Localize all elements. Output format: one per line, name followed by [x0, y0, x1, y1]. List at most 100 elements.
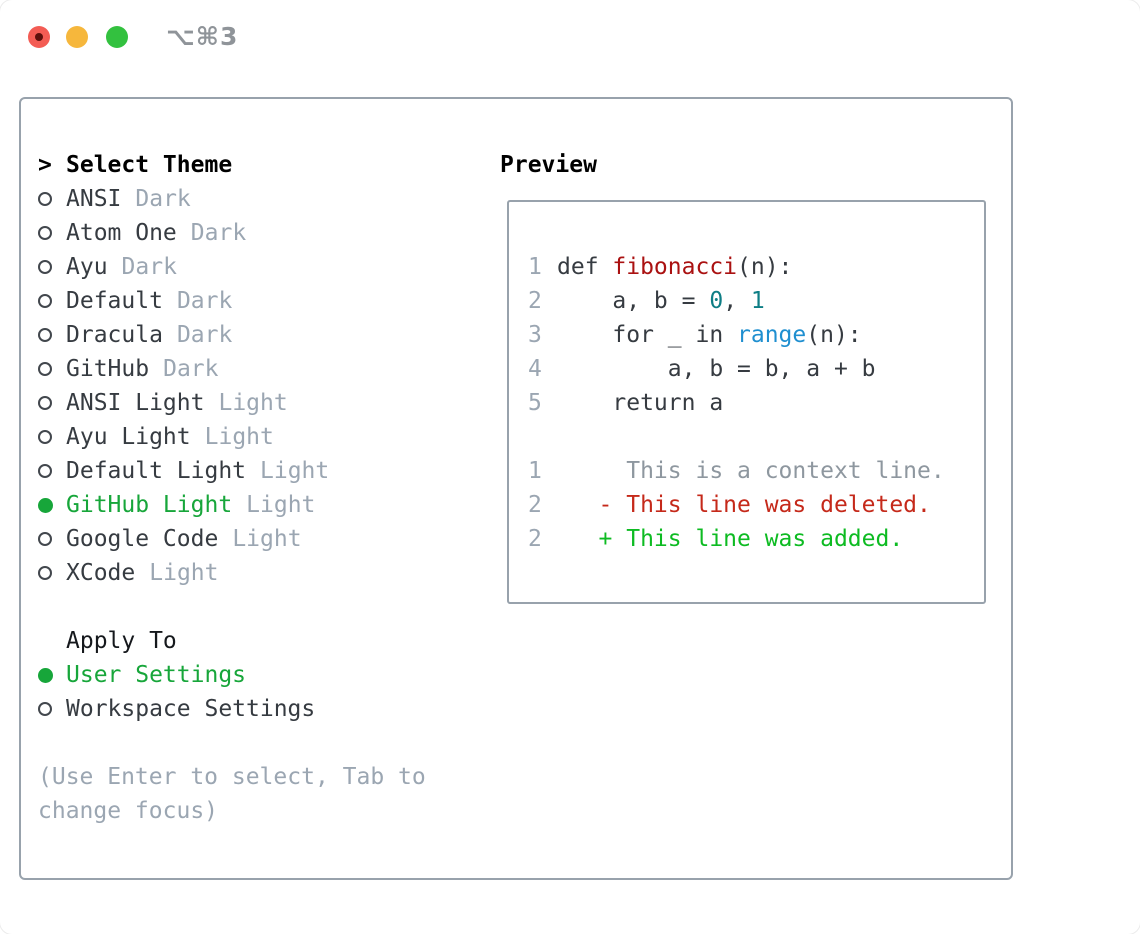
line-number: 5: [528, 390, 542, 416]
minimize-button[interactable]: [66, 26, 88, 48]
radio-unselected-icon: [38, 396, 52, 410]
theme-option[interactable]: Atom One Dark: [38, 216, 444, 250]
line-number: 1: [528, 458, 542, 484]
theme-option[interactable]: XCode Light: [38, 556, 444, 590]
radio-unselected-icon: [38, 362, 52, 376]
radio-marker: [38, 497, 66, 513]
option-variant: Light: [260, 458, 330, 484]
cursor-marker: >: [38, 152, 66, 178]
zoom-button[interactable]: [106, 26, 128, 48]
code-segment: (n):: [737, 254, 793, 280]
apply-option[interactable]: User Settings: [38, 658, 444, 692]
code-segment: a, b = b, a + b: [557, 356, 876, 382]
theme-option[interactable]: Default Dark: [38, 284, 444, 318]
radio-marker: [38, 532, 66, 546]
diff-line: 1 This is a context line.: [528, 454, 984, 488]
apply-to-header-row: Apply To: [38, 624, 444, 658]
code-segment: for _ in: [557, 322, 738, 348]
option-variant: Light: [246, 492, 316, 518]
code-segment: range: [737, 322, 807, 348]
theme-option[interactable]: Default Light Light: [38, 454, 444, 488]
diff-line: 2 - This line was deleted.: [528, 488, 984, 522]
option-label: Dracula: [66, 322, 163, 348]
cursor-gt-icon: >: [38, 152, 52, 178]
option-label: Default Light: [66, 458, 247, 484]
option-variant: Light: [204, 424, 274, 450]
code-segment: + This line was added.: [557, 526, 904, 552]
radio-marker: [38, 667, 66, 683]
radio-unselected-icon: [38, 702, 52, 716]
code-segment: This is a context line.: [557, 458, 945, 484]
line-number: 2: [528, 288, 542, 314]
option-label: GitHub: [66, 356, 150, 382]
code-line: 3 for _ in range(n):: [528, 318, 984, 352]
radio-marker: [38, 464, 66, 478]
option-variant: Light: [149, 560, 219, 586]
code-segment: - This line was deleted.: [557, 492, 931, 518]
line-number: 3: [528, 322, 542, 348]
theme-option[interactable]: Dracula Dark: [38, 318, 444, 352]
apply-option[interactable]: Workspace Settings: [38, 692, 444, 726]
theme-option[interactable]: Ayu Light Light: [38, 420, 444, 454]
select-theme-header-row: > Select Theme: [38, 148, 444, 182]
radio-marker: [38, 362, 66, 376]
option-label: Workspace Settings: [66, 696, 316, 722]
radio-unselected-icon: [38, 192, 52, 206]
radio-unselected-icon: [38, 532, 52, 546]
theme-option[interactable]: GitHub Dark: [38, 352, 444, 386]
select-theme-title: Select Theme: [66, 152, 233, 178]
radio-marker: [38, 260, 66, 274]
option-label: Default: [66, 288, 163, 314]
titlebar: ⌥⌘3: [0, 0, 1140, 74]
option-variant: Dark: [135, 186, 191, 212]
option-variant: Dark: [190, 220, 247, 246]
line-number: 4: [528, 356, 542, 382]
radio-unselected-icon: [38, 260, 52, 274]
keyboard-hint: (Use Enter to select, Tab to change focu…: [38, 764, 426, 824]
radio-marker: [38, 328, 66, 342]
radio-marker: [38, 566, 66, 580]
option-label: GitHub Light: [66, 492, 233, 518]
radio-selected-icon: [38, 667, 53, 683]
line-number: 2: [528, 492, 542, 518]
radio-unselected-icon: [38, 566, 52, 580]
code-segment: (n):: [806, 322, 862, 348]
code-segment: def: [557, 254, 613, 280]
option-variant: Dark: [163, 356, 219, 382]
code-line: 4 a, b = b, a + b: [528, 352, 984, 386]
radio-marker: [38, 226, 66, 240]
radio-unselected-icon: [38, 464, 52, 478]
option-label: Ayu Light: [66, 424, 191, 450]
option-variant: Dark: [176, 288, 233, 314]
radio-unselected-icon: [38, 430, 52, 444]
option-label: Ayu: [66, 254, 108, 280]
option-label: XCode: [66, 560, 136, 586]
option-label: User Settings: [66, 662, 247, 688]
preview-title: Preview: [500, 152, 597, 178]
option-label: Atom One: [66, 220, 177, 246]
option-variant: Light: [232, 526, 302, 552]
option-variant: Dark: [176, 322, 233, 348]
radio-marker: [38, 294, 66, 308]
code-line: 2 a, b = 0, 1: [528, 284, 984, 318]
apply-to-title: Apply To: [66, 628, 177, 654]
code-segment: 1: [750, 288, 765, 314]
radio-selected-icon: [38, 497, 53, 513]
radio-unselected-icon: [38, 294, 52, 308]
diff-line: 2 + This line was added.: [528, 522, 984, 556]
option-variant: Light: [218, 390, 288, 416]
close-button[interactable]: [28, 26, 50, 48]
line-number: 2: [528, 526, 542, 552]
preview-blank-line: [528, 420, 984, 454]
radio-marker: [38, 430, 66, 444]
theme-option[interactable]: GitHub Light Light: [38, 488, 444, 522]
